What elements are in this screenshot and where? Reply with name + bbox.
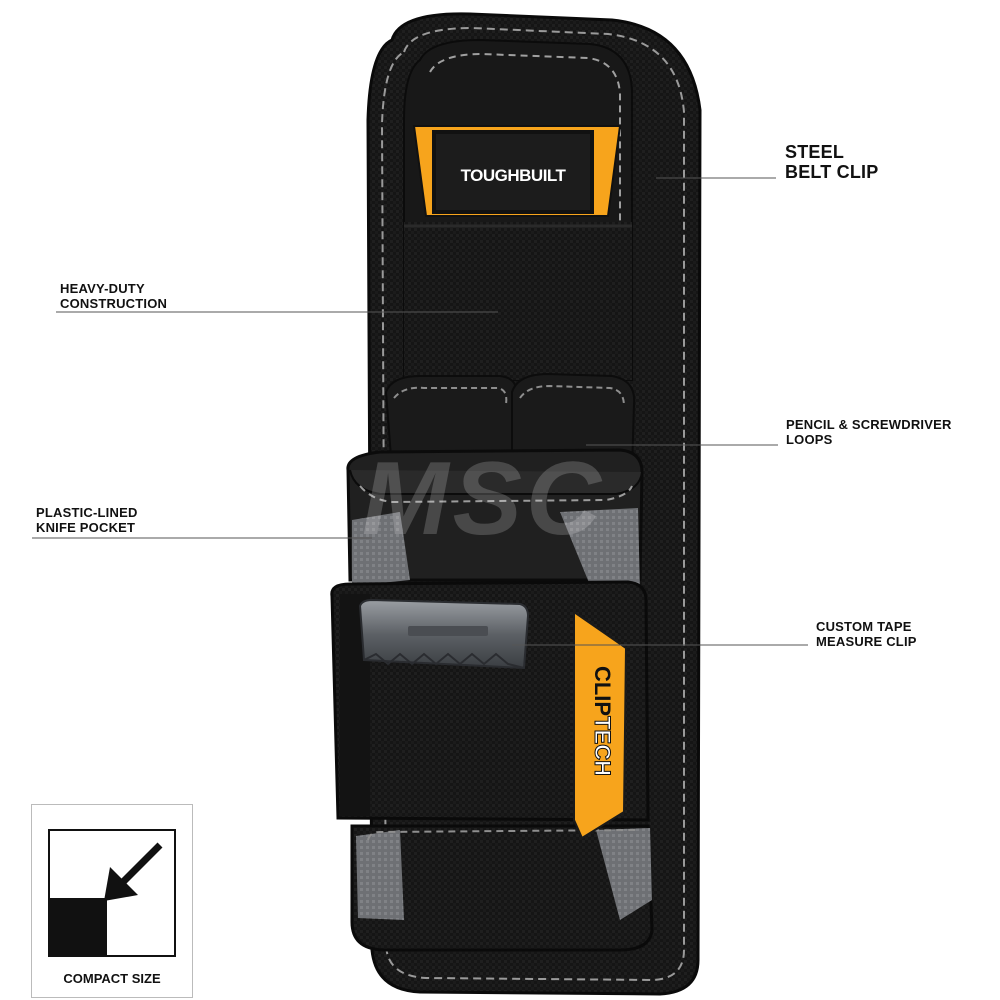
cliptech-word-clip: CLIP [590, 665, 615, 717]
msc-watermark: MSC [362, 441, 606, 557]
compact-size-square [50, 898, 107, 955]
toughbuilt-logo: TOUGHBUILT [460, 166, 566, 185]
callout-heavy-duty-line1: HEAVY-DUTY [60, 281, 145, 296]
pencil-loops [384, 372, 636, 471]
callout-tape-clip: CUSTOM TAPE MEASURE CLIP [816, 619, 917, 649]
callout-steel-belt-clip-line1: STEEL [785, 142, 845, 162]
callout-steel-belt-clip: STEEL BELT CLIP [785, 142, 878, 182]
cliptech-strip [573, 610, 628, 840]
cliptech-word-tech: TECH [590, 716, 616, 777]
callout-pencil-loops: PENCIL & SCREWDRIVER LOOPS [786, 417, 952, 447]
callout-pencil-loops-line2: LOOPS [786, 432, 833, 447]
compact-size-badge: COMPACT SIZE [31, 804, 193, 998]
callout-heavy-duty: HEAVY-DUTY CONSTRUCTION [60, 281, 167, 311]
callout-heavy-duty-line2: CONSTRUCTION [60, 296, 168, 311]
belt-clip-badge [412, 125, 622, 217]
callout-tape-clip-line1: CUSTOM TAPE [816, 619, 912, 634]
tape-measure-clip [358, 598, 530, 670]
callout-tape-clip-line2: MEASURE CLIP [816, 634, 917, 649]
compact-size-frame [48, 829, 176, 957]
callout-knife-pocket-line1: PLASTIC-LINED [36, 505, 138, 520]
compact-size-label: COMPACT SIZE [63, 971, 161, 986]
arrow-down-left-icon [104, 842, 163, 901]
knife-pocket [346, 448, 644, 590]
callout-pencil-loops-line1: PENCIL & SCREWDRIVER [786, 417, 952, 432]
callout-knife-pocket: PLASTIC-LINED KNIFE POCKET [36, 505, 138, 535]
front-pocket [330, 580, 654, 952]
callout-knife-pocket-line2: KNIFE POCKET [36, 520, 136, 535]
callout-steel-belt-clip-line2: BELT CLIP [785, 162, 879, 182]
cliptech-logo: CLIPTECH [585, 661, 616, 781]
